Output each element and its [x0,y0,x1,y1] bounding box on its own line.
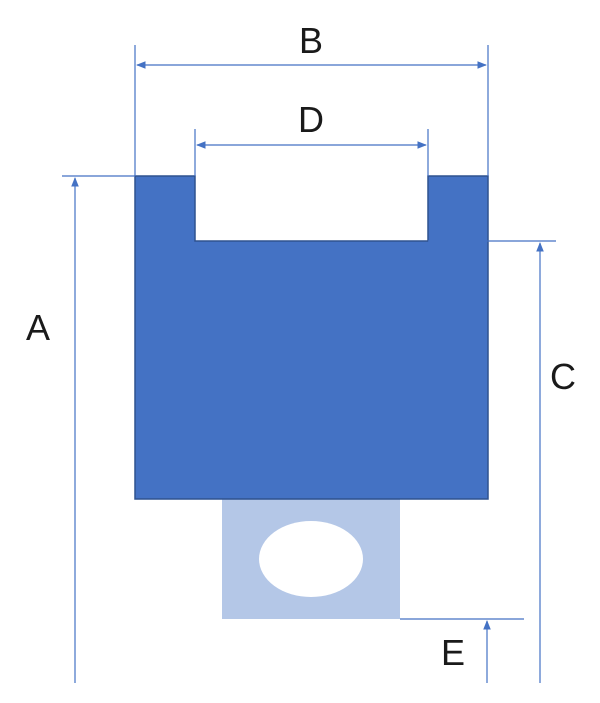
main-body [134,175,489,500]
label-c: C [550,356,576,397]
dimension-arrows [71,61,544,683]
label-a: A [26,307,50,348]
label-d: D [298,99,324,140]
tab-hole [259,521,363,597]
extension-lines [62,45,556,620]
label-e: E [441,632,465,673]
label-b: B [299,20,323,61]
